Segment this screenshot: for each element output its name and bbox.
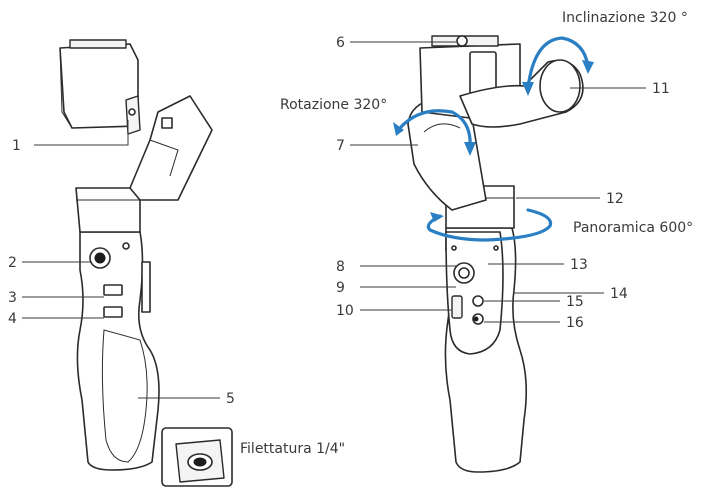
left-gimbal-drawing: [59, 39, 213, 471]
thread-label: Filettatura 1/4": [240, 441, 345, 457]
tilt-label: Inclinazione 320 °: [562, 10, 688, 26]
callout-11: 11: [652, 81, 670, 97]
callout-4: 4: [8, 311, 17, 327]
right-tilt-motor: [539, 59, 581, 113]
callout-3: 3: [8, 290, 17, 306]
right-mode-switch: [451, 295, 463, 319]
right-control-panel: [445, 231, 504, 355]
callout-numbers: 1 2 3 4 5 6 7 8 9 10 11 12 13 14 15 16: [8, 35, 670, 407]
leader-lines: [22, 41, 646, 399]
tilt-arrow: [526, 36, 590, 90]
callout-16: 16: [566, 315, 584, 331]
right-button-15: [472, 295, 484, 307]
left-button-3: [103, 284, 123, 296]
callout-7: 7: [336, 138, 345, 154]
rotation-labels: Inclinazione 320 ° Rotazione 320° Panora…: [280, 10, 693, 236]
callout-5: 5: [226, 391, 235, 407]
thread-inset: Filettatura 1/4": [161, 427, 345, 487]
callout-12: 12: [606, 191, 624, 207]
callout-9: 9: [336, 280, 345, 296]
callout-14: 14: [610, 286, 628, 302]
roll-arrow: [398, 109, 472, 150]
callout-15: 15: [566, 294, 584, 310]
callout-8: 8: [336, 259, 345, 275]
pan-arrow: [426, 208, 553, 242]
left-button-4: [103, 306, 123, 318]
pan-label: Panoramica 600°: [573, 220, 693, 236]
roll-label: Rotazione 320°: [280, 97, 387, 113]
left-grip-pad: [101, 329, 148, 463]
rotation-arrows: [393, 36, 594, 242]
right-gimbal-drawing: [407, 35, 584, 473]
callout-2: 2: [8, 255, 17, 271]
callout-13: 13: [570, 257, 588, 273]
callout-1: 1: [12, 138, 21, 154]
callout-10: 10: [336, 303, 354, 319]
left-pan-motor: [75, 187, 141, 233]
callout-6: 6: [336, 35, 345, 51]
left-handle: [76, 231, 160, 471]
